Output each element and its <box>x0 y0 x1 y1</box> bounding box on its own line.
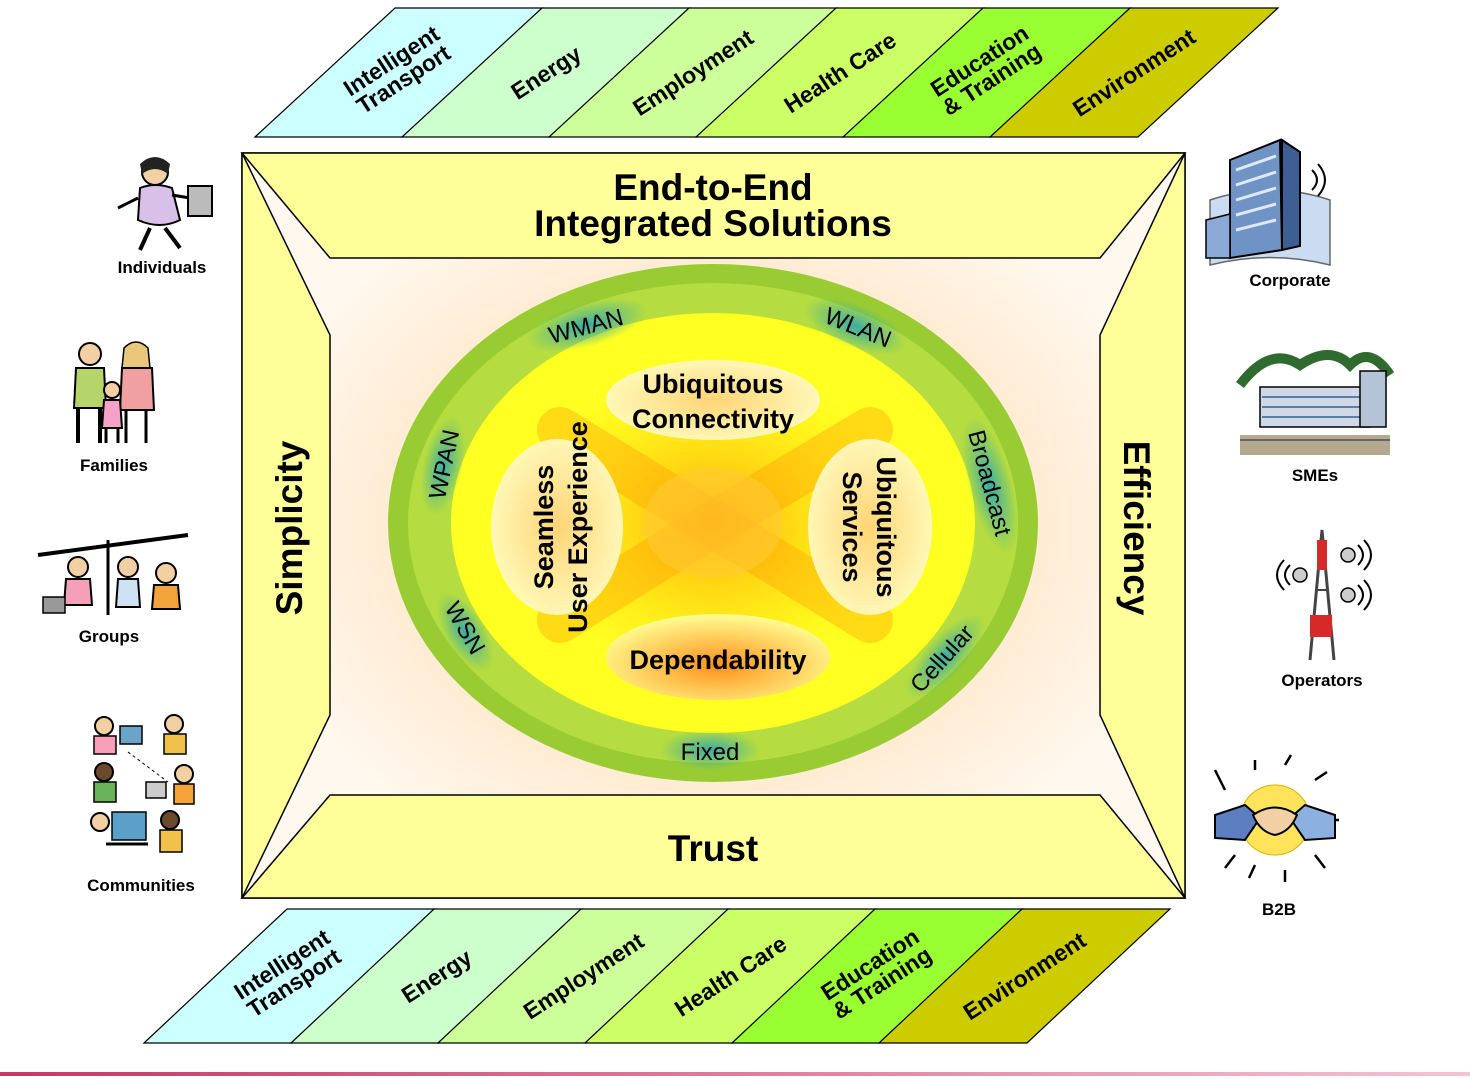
user-label-groups: Groups <box>78 627 140 646</box>
building-icon <box>1205 138 1331 266</box>
left-title: Simplicity <box>269 440 310 615</box>
group-icon <box>37 533 189 615</box>
frame-left-trapezoid <box>241 152 331 899</box>
experience-line2: User Experience <box>563 421 593 633</box>
services-line2: Services <box>837 471 867 582</box>
user-label-b2b: B2B <box>1261 900 1296 919</box>
top-domain-1: Energy <box>400 7 692 138</box>
family-icon <box>72 341 156 443</box>
wman-glow <box>526 298 648 352</box>
bottom-domain-5: Environment <box>877 908 1172 1044</box>
handshake-icon <box>1213 754 1339 882</box>
wlan-glow <box>804 297 906 355</box>
fixed-glow <box>660 730 760 770</box>
top-title-line2: Integrated Solutions <box>534 203 892 244</box>
services-pill <box>808 439 932 615</box>
frame-right-trapezoid <box>1099 152 1186 899</box>
dependability-pill <box>606 614 830 700</box>
core-labels: Ubiquitous Connectivity Dependability Se… <box>529 369 901 675</box>
right-title: Efficiency <box>1116 441 1157 616</box>
individual-icon <box>117 157 213 251</box>
user-label-smes: SMEs <box>1291 466 1339 485</box>
bottom-domain-shape <box>877 908 1172 1044</box>
experience-line1: Seamless <box>529 465 559 590</box>
experience-pill <box>491 439 623 615</box>
cellular-glow <box>905 614 985 700</box>
services-line1: Ubiquitous <box>871 457 901 598</box>
user-label-individuals: Individuals <box>117 258 207 277</box>
bottom-rule <box>0 1072 1470 1076</box>
user-label-families: Families <box>79 456 149 475</box>
hub-center <box>643 468 783 578</box>
connectivity-pill <box>606 360 820 440</box>
user-label-operators: Operators <box>1281 671 1363 690</box>
community-icon <box>90 714 195 853</box>
frame-top-trapezoid <box>240 152 1187 259</box>
antenna-tower-icon <box>1276 529 1372 661</box>
connectivity-line2: Connectivity <box>632 404 794 434</box>
wpan-glow <box>420 416 466 516</box>
wsn-glow <box>437 592 493 672</box>
bottom-domain-1: Energy <box>289 908 584 1044</box>
top-domain-shape <box>988 7 1280 138</box>
office-icon <box>1236 350 1395 455</box>
network-fixed: Fixed <box>681 739 740 766</box>
broadcast-glow <box>962 417 1018 553</box>
top-title-line1: End-to-End <box>613 167 812 208</box>
bottom-title: Trust <box>668 828 758 869</box>
frame-titles: End-to-End Integrated Solutions Trust Si… <box>269 167 1157 869</box>
user-label-corporate: Corporate <box>1249 271 1331 290</box>
connectivity-line1: Ubiquitous <box>643 369 784 399</box>
user-label-communities: Communities <box>87 876 195 895</box>
core-ellipse <box>388 264 1038 782</box>
dependability-label: Dependability <box>629 645 806 675</box>
